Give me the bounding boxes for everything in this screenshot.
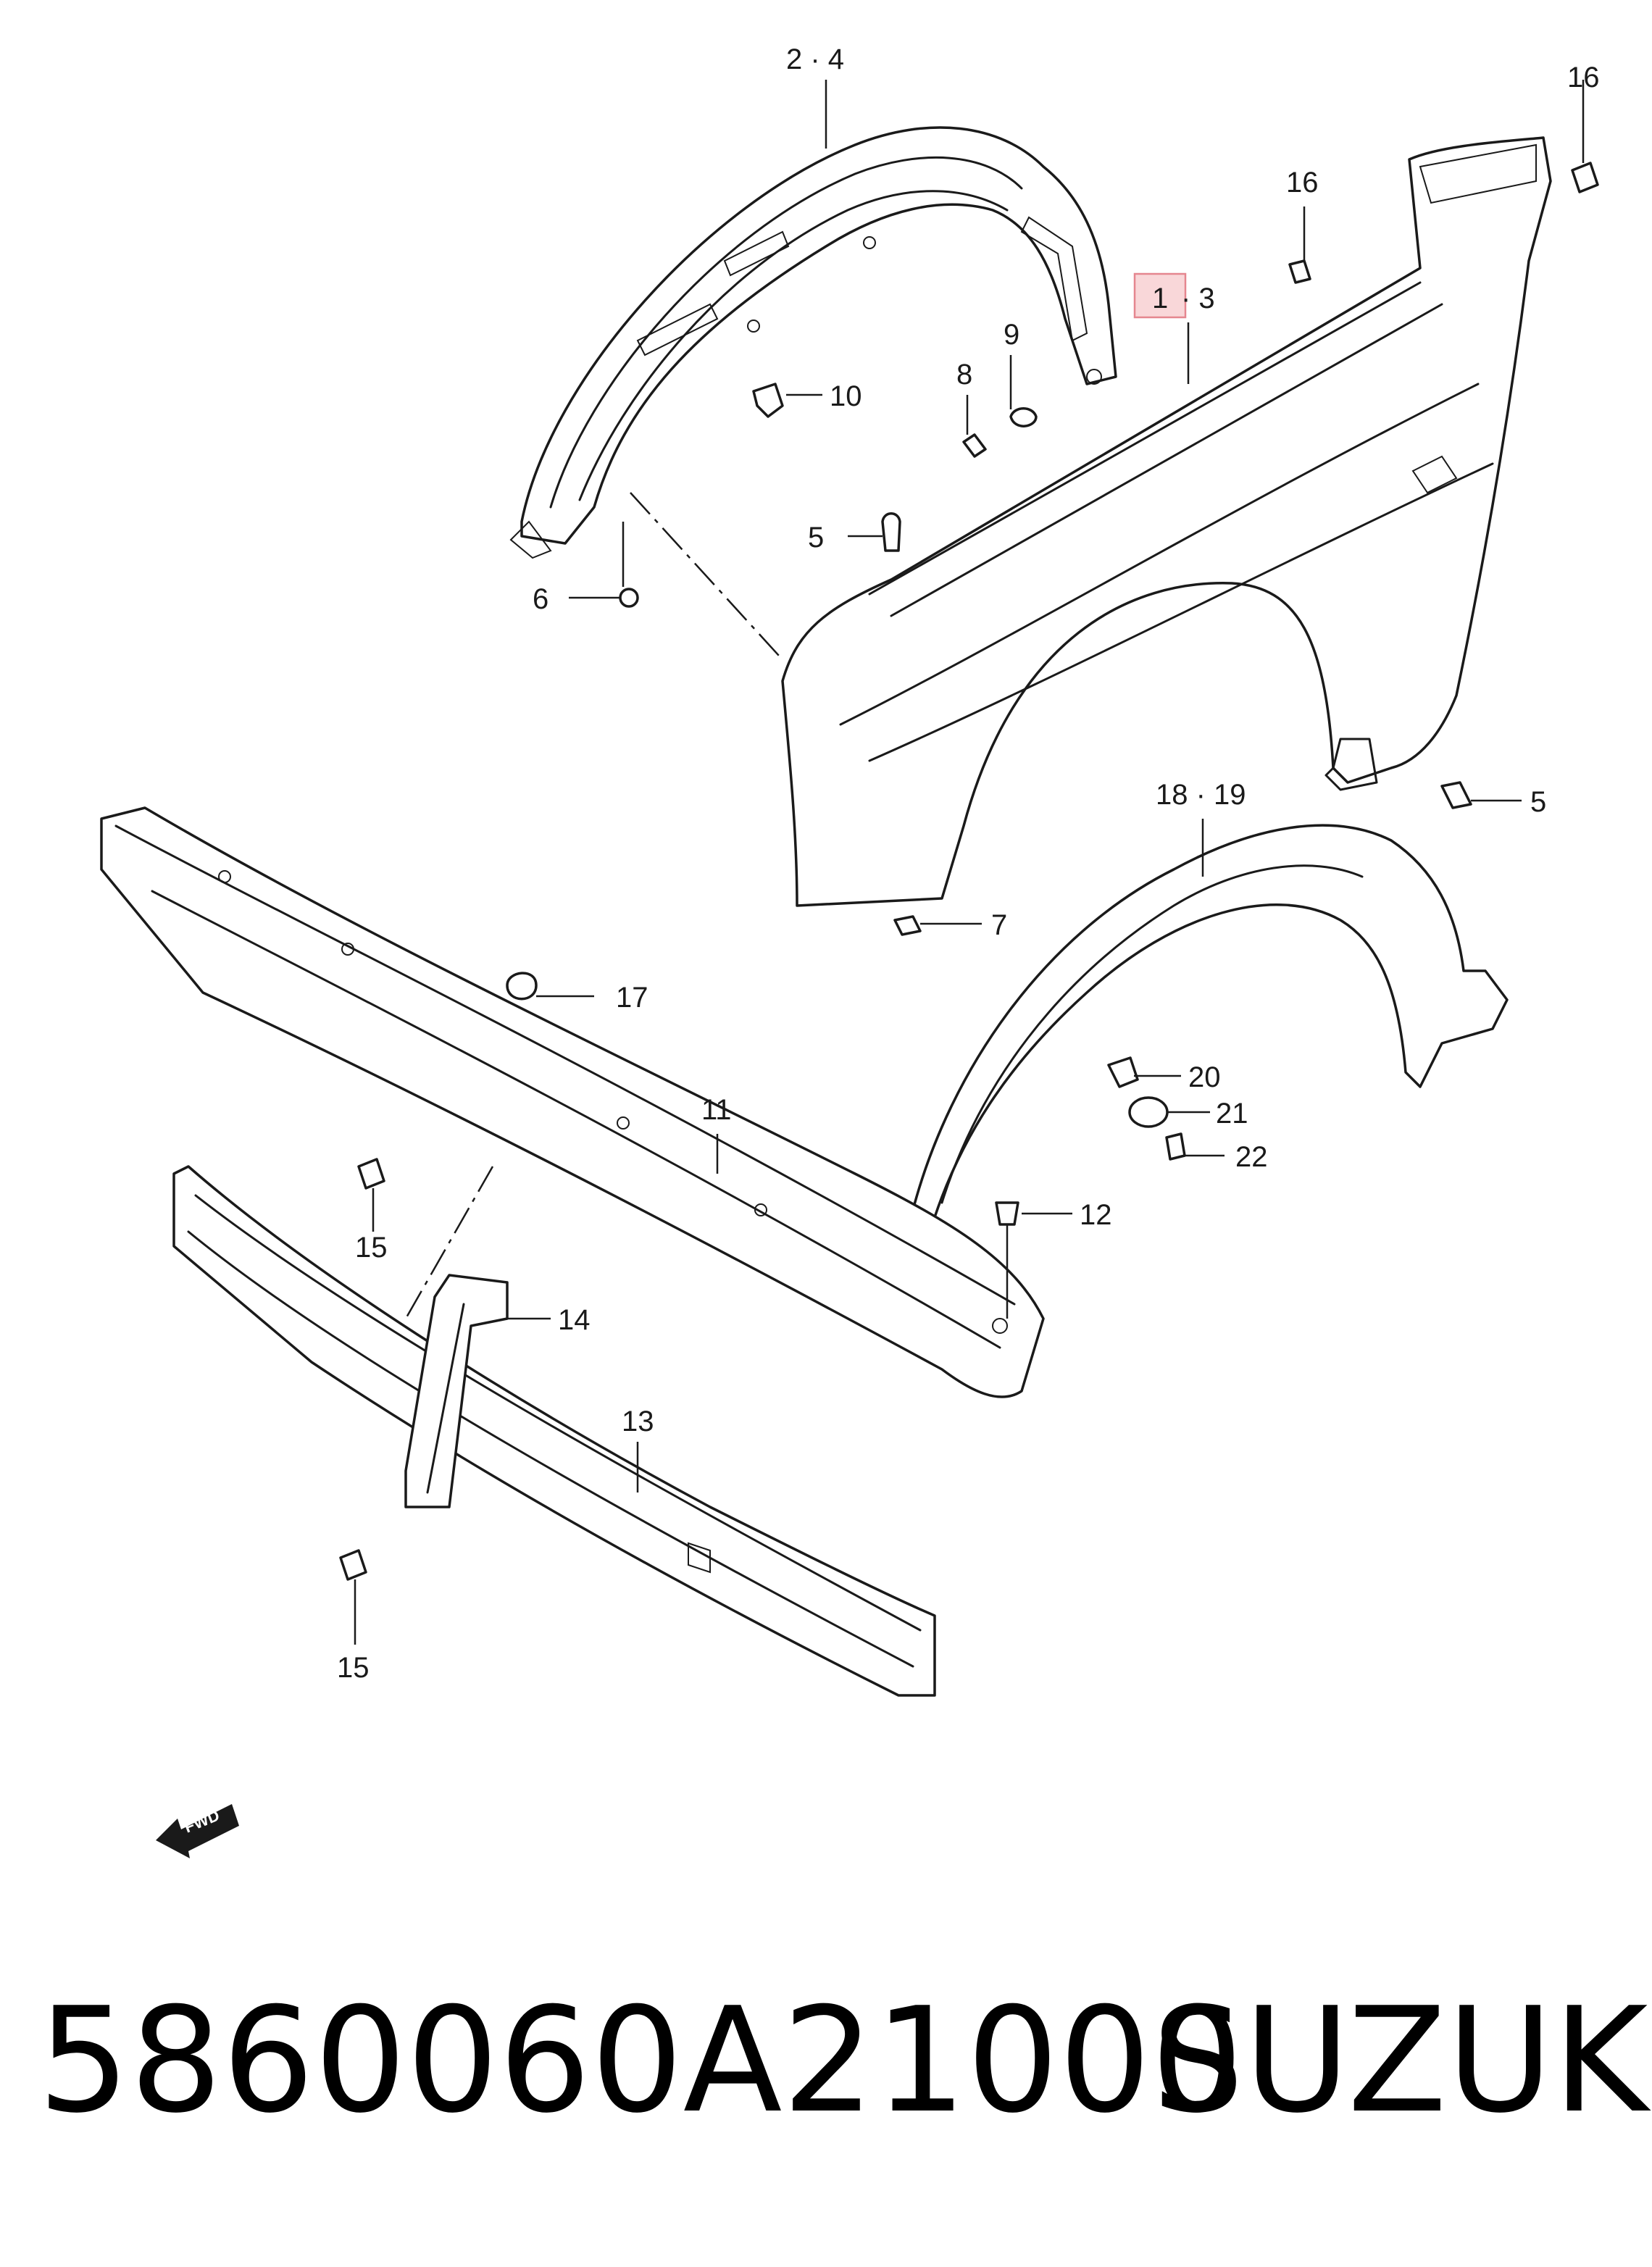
clip-10 <box>752 383 784 418</box>
screw-8 <box>962 433 987 458</box>
callout-3[interactable]: · 3 <box>1181 283 1215 314</box>
callout-5-right[interactable]: 5 <box>1530 786 1546 818</box>
clip-20 <box>1107 1056 1139 1088</box>
callout-9[interactable]: 9 <box>1004 319 1019 351</box>
bumper-reinforcement-bar-part[interactable] <box>100 806 1045 1398</box>
callout-17[interactable]: 17 <box>616 982 648 1014</box>
nut-7 <box>893 915 922 936</box>
bracket-part[interactable] <box>404 1274 509 1508</box>
callout-15-lower[interactable]: 15 <box>337 1652 370 1684</box>
screw-22 <box>1165 1132 1186 1161</box>
fasteners <box>339 162 1599 1581</box>
callout-12[interactable]: 12 <box>1080 1199 1112 1231</box>
leader-lines <box>354 80 1585 1645</box>
clip-16a <box>1571 162 1599 193</box>
grommet-17 <box>506 972 538 1001</box>
bolt-15a <box>357 1158 385 1190</box>
footer <box>0 1891 1652 2267</box>
callout-11[interactable]: 11 <box>701 1094 732 1126</box>
callout-20[interactable]: 20 <box>1188 1061 1221 1093</box>
callout-1[interactable]: 1 <box>1152 283 1168 314</box>
callout-6[interactable]: 6 <box>533 583 548 615</box>
clip-5b <box>1440 781 1472 809</box>
fwd-arrow-icon: FWD <box>156 1804 239 1858</box>
bolt-12 <box>995 1201 1019 1226</box>
callout-8[interactable]: 8 <box>956 359 972 391</box>
callout-21[interactable]: 21 <box>1216 1098 1248 1130</box>
callout-13[interactable]: 13 <box>622 1406 654 1437</box>
callout-16[interactable]: 16 <box>1286 167 1319 199</box>
wheel-arch-flare-part[interactable] <box>911 824 1509 1219</box>
callout-5[interactable]: 5 <box>808 522 824 554</box>
bolt-15b <box>339 1549 367 1581</box>
callout-2-4[interactable]: 2 · 4 <box>786 43 844 75</box>
callout-14[interactable]: 14 <box>558 1304 591 1336</box>
callout-15-upper[interactable]: 15 <box>355 1232 388 1264</box>
front-fender-part[interactable] <box>781 136 1552 907</box>
callout-16-top[interactable]: 16 <box>1567 62 1600 93</box>
callout-10[interactable]: 10 <box>830 380 862 412</box>
brand-label: SUZUKI <box>1152 1976 1652 2145</box>
callout-18-19[interactable]: 18 · 19 <box>1156 779 1246 811</box>
clip-16b <box>1288 259 1311 284</box>
part-number-label: 5860060A21000 <box>38 1976 1243 2145</box>
parts-diagram: 2 · 4 16 16 1 · 3 9 8 10 5 6 5 18 · 19 7… <box>100 43 1600 1858</box>
highlighted-part-callout-box <box>1133 272 1187 319</box>
callout-labels: 2 · 4 16 16 1 · 3 9 8 10 5 6 5 18 · 19 7… <box>337 43 1600 1684</box>
washer-21 <box>1128 1096 1169 1128</box>
callout-22[interactable]: 22 <box>1235 1141 1268 1173</box>
lower-member-part[interactable] <box>172 1165 936 1697</box>
fender-liner-part[interactable] <box>509 126 1117 559</box>
callout-7[interactable]: 7 <box>991 909 1007 941</box>
clip-5a <box>881 512 901 552</box>
nut-6 <box>619 588 639 608</box>
clip-9 <box>1009 407 1038 427</box>
